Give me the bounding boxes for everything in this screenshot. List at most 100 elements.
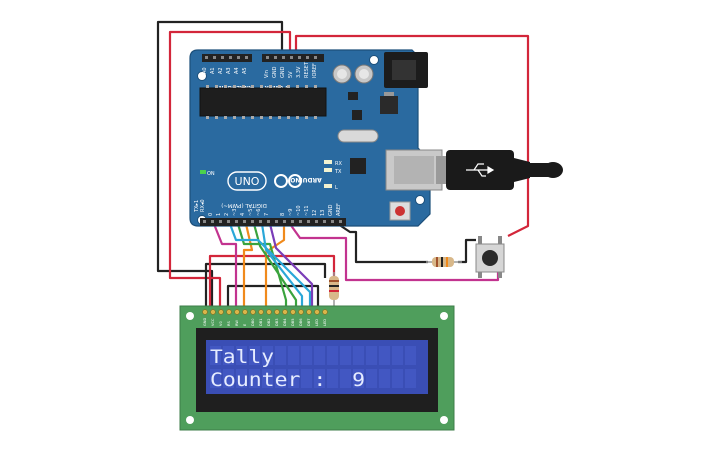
mount-hole: [369, 55, 379, 65]
smd-chip: [348, 92, 358, 100]
analog-pin-label: A4: [234, 67, 240, 74]
lcd-pin-label: DB3: [275, 318, 279, 326]
analog-pin-label: A2: [218, 67, 224, 74]
digital-label: DIGITAL (PWM~): [221, 202, 267, 208]
wire-red-5v-button: [294, 34, 530, 237]
lcd-line-2: Counter : 9: [210, 369, 365, 391]
usb-plug-metal: [436, 156, 448, 184]
mount-hole: [186, 416, 194, 424]
l-label: L: [335, 185, 338, 191]
tx-label: TX: [334, 169, 342, 175]
wire-magenta-rs: [212, 223, 238, 310]
digital-pin-label: AREF: [336, 203, 342, 216]
mount-hole: [186, 312, 194, 320]
wires: [156, 20, 530, 310]
digital-pin-label: ~6: [256, 209, 262, 216]
digital-pin-label: ~11: [304, 205, 310, 216]
digital-pin-label: ~3: [232, 209, 238, 216]
lcd-pin-label: DB4: [283, 318, 287, 326]
lcd-pin-label: DB1: [259, 318, 263, 326]
power-pin-label: 3.3V: [296, 66, 302, 78]
arduino-board: A0 A1 A2 A3 A4 A5 Vin GND GND 5V 3.3V RE…: [189, 49, 443, 227]
arduino-brand-label: ARDUINO: [290, 176, 321, 183]
push-button[interactable]: [475, 236, 505, 278]
wire-cyan-2: [228, 223, 312, 310]
power-pin-label: Vin: [264, 70, 270, 78]
analog-pin-label: A3: [226, 67, 232, 74]
crystal-oscillator: [337, 129, 379, 143]
digital-pin-label: 7: [264, 213, 270, 216]
mount-hole: [440, 416, 448, 424]
lcd-pin-label: E: [243, 323, 247, 326]
wire-green: [236, 223, 288, 310]
power-pin-label: GND: [272, 66, 278, 78]
digital-pin-label: 8: [280, 213, 286, 216]
analog-pin-label: A1: [210, 67, 216, 74]
digital-pin-label: ~10: [296, 205, 302, 216]
lcd-pin-label: DB2: [267, 318, 271, 326]
l-led: [324, 184, 332, 188]
lcd-line-1: Tally: [210, 346, 274, 368]
digital-pin-label: 4: [240, 213, 246, 216]
usb-chip: [350, 158, 366, 174]
mount-hole: [197, 71, 207, 81]
lcd-pin-label: V0: [219, 321, 223, 326]
digital-pin-label: 1: [216, 213, 222, 216]
analog-pin-label: A0: [202, 67, 208, 74]
reset-button[interactable]: [395, 206, 405, 216]
lcd-pin-label: RW: [235, 320, 239, 326]
uno-label: UNO: [235, 175, 260, 188]
wire-cyan: [260, 223, 304, 310]
usb-cable-wire: [528, 163, 548, 177]
power-pin-label: 5V: [288, 71, 294, 78]
digital-pin-label: 13: [320, 210, 326, 216]
uno-logo-box: [227, 171, 267, 191]
lcd-pin-label: DB0: [251, 318, 255, 326]
on-led: [200, 170, 206, 174]
power-label: POWER: [264, 84, 288, 90]
voltage-regulator: [380, 96, 398, 114]
lcd-pin-label: VCC: [211, 318, 215, 326]
mount-hole: [415, 195, 425, 205]
pulldown-resistor: [426, 257, 462, 267]
tx-led: [324, 168, 332, 172]
power-pin-label: RESET: [304, 61, 310, 78]
power-pin-label: IOREF: [312, 63, 318, 78]
digital-pin-label: ~9: [288, 209, 294, 216]
on-label: ON: [207, 171, 215, 177]
wire-purple: [268, 223, 314, 310]
lcd-pin-label: LED: [323, 319, 327, 326]
usb-cable: [436, 150, 563, 190]
lcd-pin-label: DB5: [291, 318, 295, 326]
lcd-pin-label: GND: [203, 318, 207, 326]
tx1-label: TX▸1: [194, 200, 200, 213]
digital-pin-label: GND: [328, 204, 334, 216]
usb-icon: [466, 163, 495, 177]
wire-red-5v-lcd: [168, 30, 292, 310]
backlight-resistor: [329, 272, 339, 308]
analog-header: [202, 54, 252, 62]
microcontroller-chip: [199, 87, 327, 117]
lcd-character-grid: [210, 346, 416, 388]
lcd-pin-label: DB7: [307, 318, 311, 326]
rx-label: RX: [335, 161, 342, 167]
smd-chip: [352, 110, 362, 120]
arduino-infinity-logo: [274, 174, 302, 188]
rx0-label: RX◂0: [200, 199, 206, 212]
lcd-pin-label: LED: [315, 319, 319, 326]
digital-pin-label: 12: [312, 210, 318, 216]
digital-pin-label: ~5: [248, 209, 254, 216]
digital-header: [200, 218, 346, 226]
lcd-pin-label: RS: [227, 321, 231, 326]
lcd-pin-label: DB6: [299, 318, 303, 326]
wire-green-2: [252, 223, 298, 310]
wire-orange: [242, 223, 254, 310]
rx-led: [324, 160, 332, 164]
analog-pin-label: A5: [242, 67, 248, 74]
digital-pin-label: 2: [224, 213, 230, 216]
wire-black-gnd-resistor: [337, 223, 428, 264]
lcd-module: GND VCC V0 RS RW E DB0 DB1 DB2 DB3 DB4 D…: [179, 305, 455, 431]
wire-black-resistor-button: [458, 238, 476, 264]
power-pin-label: GND: [280, 66, 286, 78]
